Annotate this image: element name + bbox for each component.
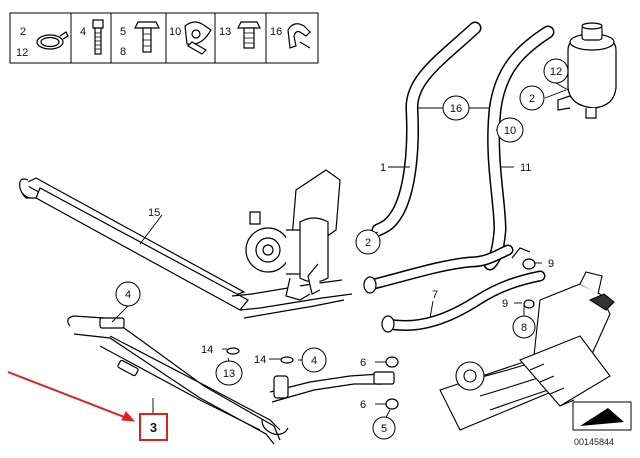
hose-holder-icon <box>184 21 212 55</box>
legend-num-10: 10 <box>169 26 181 38</box>
svg-text:5: 5 <box>381 423 387 435</box>
callout-16: 16 <box>442 95 470 121</box>
callout-5: 5 <box>372 416 396 440</box>
legend-num-2: 2 <box>20 26 26 38</box>
callout-2-top: 2 <box>519 85 545 111</box>
svg-text:4: 4 <box>125 289 131 301</box>
parts-legend: 2 12 4 5 8 10 13 <box>9 12 319 64</box>
callout-4-right: 4 <box>301 347 327 373</box>
cooler-15 <box>19 177 353 319</box>
callout-3: 3 <box>150 420 157 435</box>
callout-9-top: 9 <box>548 258 554 270</box>
callout-6-bottom: 6 <box>360 399 366 411</box>
callout-1: 1 <box>380 162 386 174</box>
svg-text:4: 4 <box>311 355 317 367</box>
diagram-logo-icon <box>580 408 624 426</box>
bolt-icon <box>92 19 104 55</box>
power-steering-pump <box>245 169 341 301</box>
hose-clamp-icon <box>36 31 69 50</box>
callout-10: 10 <box>496 117 524 143</box>
callout-6-top: 6 <box>360 357 366 369</box>
svg-text:16: 16 <box>450 103 462 115</box>
callout-4-left: 4 <box>115 281 141 307</box>
callout-14-left: 14 <box>201 344 213 356</box>
callout-14-right: 14 <box>254 354 266 366</box>
legend-num-12: 12 <box>16 47 28 59</box>
pipe-fittings <box>99 247 536 410</box>
callout-8: 8 <box>512 315 536 339</box>
svg-text:12: 12 <box>550 66 562 78</box>
hose-7 <box>364 244 546 332</box>
diagram-code: 00145844 <box>574 437 614 447</box>
return-hose-16 <box>371 21 482 237</box>
highlight-part-3: 3 <box>7 371 168 441</box>
screw-plug-icon <box>237 21 261 49</box>
reservoir <box>557 22 617 119</box>
svg-text:2: 2 <box>529 93 535 105</box>
svg-text:10: 10 <box>504 125 516 137</box>
legend-num-5: 5 <box>120 26 126 38</box>
svg-text:2: 2 <box>365 237 371 249</box>
legend-num-16: 16 <box>270 26 282 38</box>
steering-gear <box>439 271 615 431</box>
legend-num-13: 13 <box>219 26 231 38</box>
pressure-hose-3 <box>67 315 382 445</box>
svg-text:8: 8 <box>521 322 527 334</box>
diagram-code-box: 00145844 <box>572 401 632 447</box>
callout-15: 15 <box>148 207 160 219</box>
legend-num-8: 8 <box>120 46 126 58</box>
clip-icon <box>287 23 311 49</box>
return-hose-10 <box>483 25 555 271</box>
callout-7: 7 <box>432 289 438 301</box>
legend-num-4: 4 <box>80 26 86 38</box>
callout-2-mid: 2 <box>355 229 381 255</box>
callout-9-bottom: 9 <box>502 298 508 310</box>
svg-text:13: 13 <box>223 368 235 380</box>
banjo-bolt-icon <box>134 21 160 53</box>
callout-12: 12 <box>543 58 569 84</box>
callout-13: 13 <box>215 360 243 386</box>
callout-11: 11 <box>520 162 531 174</box>
